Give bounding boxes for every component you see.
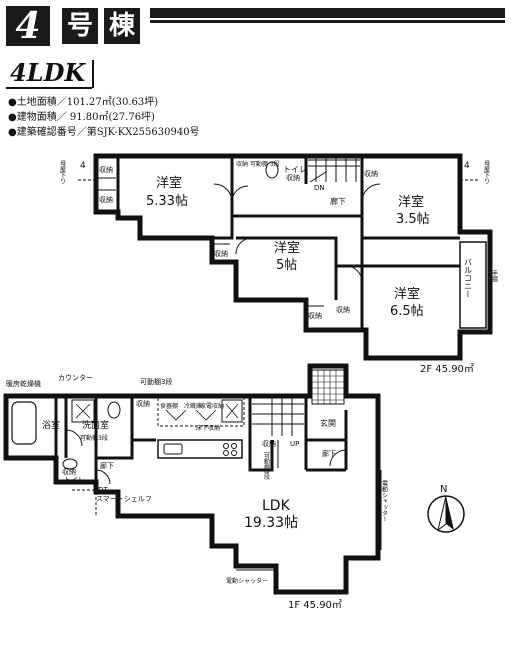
shutter-bottom: 電動シャッター	[226, 577, 268, 585]
counter-label: カウンター	[58, 373, 93, 382]
stairs-down: DN	[314, 184, 325, 192]
building-number-badge: 4	[6, 6, 50, 46]
entrance-hatch	[312, 370, 344, 404]
layout-underline	[6, 87, 92, 89]
storage-shelf-2f: 収納 可動棚 3段	[236, 160, 280, 168]
toilet-2f: トイレ	[283, 165, 307, 174]
room-2f-c-size: 3.5帖	[396, 212, 430, 227]
bathtub-icon	[11, 401, 37, 445]
storage-2f-4: 収納	[364, 169, 378, 178]
floor-1-interior-walls	[54, 396, 348, 482]
kitchen-counter	[157, 439, 243, 459]
kanji-to-badge: 棟	[104, 8, 140, 44]
room-2f-b-name: 洋室	[274, 240, 300, 256]
permit-number: ●建築確認番号／第SJK-KX255630940号	[8, 127, 200, 138]
fridge-label: 冷蔵庫	[184, 402, 202, 410]
room-2f-b-size: 5帖	[276, 258, 297, 273]
storage-1f-3: 収納	[262, 439, 276, 448]
sink-icon	[163, 443, 183, 455]
shutter-right: 電動シャッター	[381, 480, 388, 522]
floor-1-outer-wall	[3, 363, 381, 595]
room-2f-c-name: 洋室	[398, 194, 424, 210]
washbasin-icon	[107, 401, 121, 419]
entrance-label: 玄関	[320, 418, 336, 428]
layout-type: 4LDK	[10, 58, 86, 87]
balcony-label: バルコニー	[464, 258, 473, 298]
storage-2f-2: 収納	[99, 195, 113, 204]
pantry-storage	[157, 397, 245, 427]
storage-1f-1: 収納	[136, 399, 150, 408]
floor-1-stairs	[252, 398, 304, 468]
floor-2-area: 2F 45.90㎡	[420, 363, 474, 375]
eave-left: 母屋下り	[59, 160, 66, 184]
ldk-name: LDK	[262, 498, 291, 514]
floor-1-toilet-icon	[62, 458, 78, 470]
layout-bracket	[92, 60, 94, 88]
floor-2-stairs	[308, 156, 360, 183]
idt-label: IDT	[96, 486, 108, 494]
floor-1-plan	[3, 363, 382, 595]
floor-2-toilet-icon	[265, 161, 279, 179]
balcony-outline	[459, 241, 487, 329]
eave-mark-left: 4	[80, 161, 86, 171]
room-2f-a-name: 洋室	[156, 175, 182, 191]
compass-north: N	[440, 484, 447, 495]
corridor-2f: 廊下	[330, 196, 346, 206]
eave-mark-right: 4	[464, 161, 470, 171]
wash-shelf-label: 可動棚3段	[80, 434, 108, 442]
storage-2f-3: 収納	[214, 249, 228, 258]
storage-1f-2: 収納	[62, 467, 76, 476]
storage-2f-toilet: 収納	[286, 173, 300, 182]
stair-shelf-label: 可動棚3段	[263, 452, 270, 481]
room-2f-d-size: 6.5帖	[390, 304, 424, 319]
dryer-label: 暖房乾燥機	[6, 379, 41, 388]
floor-2-plan	[78, 153, 493, 361]
pantry-label: 食器棚	[160, 402, 178, 410]
corridor-1f-right: 廊下	[322, 449, 336, 458]
storage-2f-6: 収納	[336, 305, 350, 314]
room-2f-d-name: 洋室	[394, 286, 420, 302]
land-area: ●土地面積／101.27㎡(30.63坪)	[8, 97, 159, 108]
north-compass	[427, 495, 465, 533]
header-rule-thick	[150, 8, 505, 18]
ldk-size: 19.33帖	[244, 515, 298, 531]
bath-label: 浴室	[42, 419, 60, 431]
shelf-label: 可動棚3段	[140, 377, 172, 386]
eave-right: 母屋下り	[483, 160, 490, 184]
toilet-1f: トイレ	[64, 476, 85, 484]
storage-2f-5: 収納	[308, 311, 322, 320]
corridor-1f-left: 廊下	[100, 461, 114, 470]
building-area: ●建物面積／ 91.80㎡(27.76坪)	[8, 112, 155, 123]
kanji-go-badge: 号	[62, 8, 98, 44]
floor-2-interior-walls	[116, 156, 460, 330]
entrance-porch	[311, 369, 345, 405]
floor-1-area: 1F 45.90㎡	[288, 599, 342, 611]
stairs-up: UP	[290, 440, 299, 448]
rail-label: 手摺	[491, 269, 498, 283]
appliance-label: 家電収納	[200, 402, 224, 410]
page-header: 4 号 棟	[0, 0, 511, 52]
floor-storage-label: 床下収納	[196, 424, 220, 432]
storage-2f-1: 収納	[99, 165, 113, 174]
room-2f-a-size: 5.33帖	[146, 194, 188, 209]
header-rule-thin	[150, 20, 505, 23]
washroom-label: 洗面室	[82, 419, 109, 431]
smart-shelf-label: スマートシェルフ	[96, 495, 152, 503]
